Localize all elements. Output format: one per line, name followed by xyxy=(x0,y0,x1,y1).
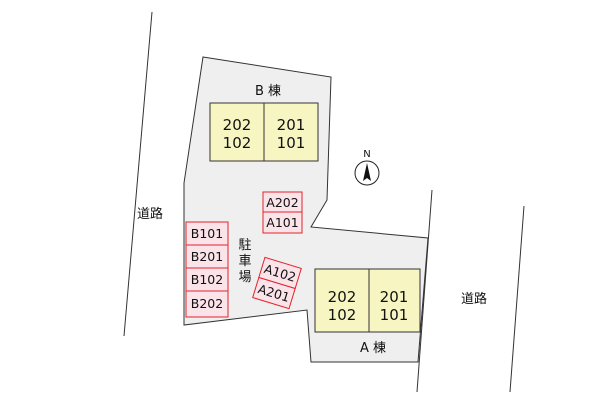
building-a-label: A 棟 xyxy=(360,341,386,356)
parking-space-a101 xyxy=(262,211,303,234)
building-b-unit-right-upper: 201 xyxy=(277,116,306,134)
building-b-unit-right xyxy=(263,102,319,162)
building-b: 202 102 201 101 xyxy=(209,102,319,162)
building-a: 202 102 201 101 xyxy=(314,268,421,333)
building-b-unit-left xyxy=(209,102,265,162)
building-a-unit-left-lower: 102 xyxy=(328,306,357,324)
west-road-edge xyxy=(123,11,153,337)
building-b-unit-left-lower: 102 xyxy=(223,134,252,152)
parking-label-char-2: 車 xyxy=(238,254,251,269)
parking-label-char-3: 場 xyxy=(238,270,251,285)
east-road-label: 道路 xyxy=(461,291,487,307)
parking-space-a201 xyxy=(252,276,296,310)
parking-center-pair: A202 A101 xyxy=(262,191,303,234)
parking-label-b101: B101 xyxy=(191,226,223,241)
west-road-label: 道路 xyxy=(137,206,163,222)
building-a-unit-right xyxy=(368,268,421,333)
parking-space-b202 xyxy=(185,290,229,318)
parking-label-char-1: 駐 xyxy=(238,238,251,253)
north-arrow-icon xyxy=(363,163,371,181)
parking-west-column: B101 B201 B102 B202 xyxy=(185,221,229,318)
parking-label-a202: A202 xyxy=(266,195,298,210)
building-b-unit-right-lower: 101 xyxy=(277,134,306,152)
parking-tilted-pair: A102 A201 xyxy=(252,256,302,310)
building-a-unit-left xyxy=(314,268,370,333)
east-road-edge-outer xyxy=(509,205,525,393)
compass: N xyxy=(354,149,380,186)
building-b-label: B 棟 xyxy=(255,84,281,99)
building-a-unit-right-lower: 101 xyxy=(380,306,409,324)
parking-label-b102: B102 xyxy=(191,272,223,287)
compass-north-label: N xyxy=(363,149,370,160)
parking-label-b202: B202 xyxy=(191,296,223,311)
east-road-edge-inner xyxy=(416,189,433,393)
building-b-unit-left-upper: 202 xyxy=(223,116,252,134)
building-a-unit-right-upper: 201 xyxy=(380,288,409,306)
parking-label-b201: B201 xyxy=(191,249,223,264)
parking-label-a101: A101 xyxy=(266,215,298,230)
building-a-unit-left-upper: 202 xyxy=(328,288,357,306)
